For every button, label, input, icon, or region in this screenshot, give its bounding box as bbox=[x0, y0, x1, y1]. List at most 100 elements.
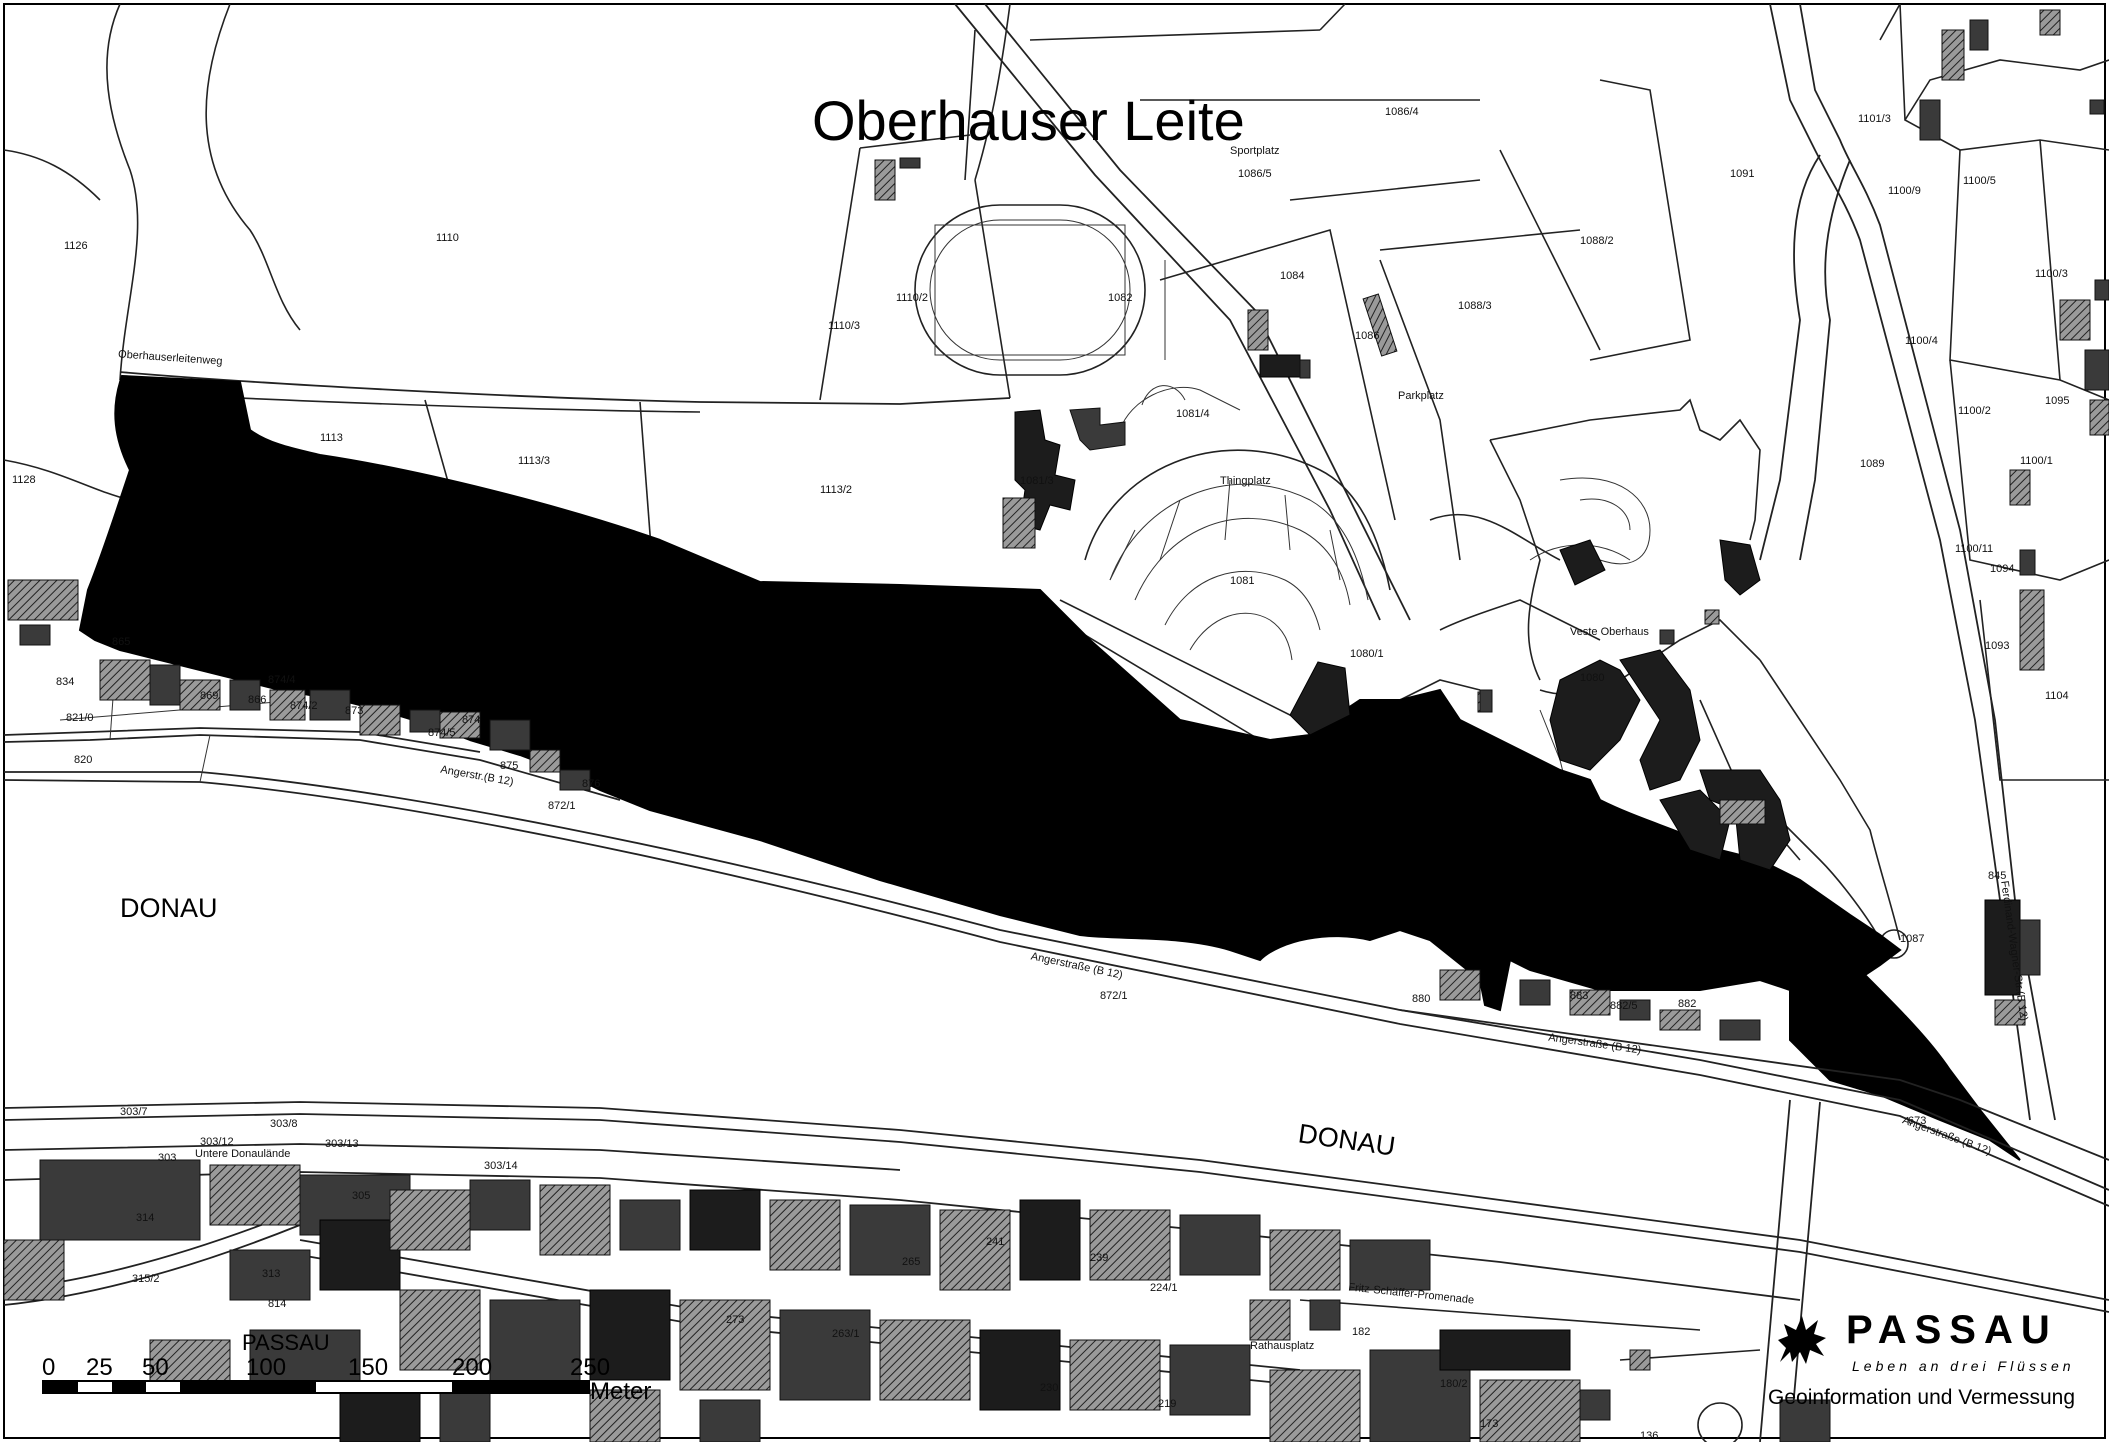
map-frame bbox=[3, 3, 2106, 1439]
parcel-number: 874/4 bbox=[268, 674, 296, 686]
parcel-number: 1088/3 bbox=[1458, 300, 1492, 312]
parcel-number: 1104 bbox=[2045, 690, 2069, 702]
parcel-number: 876 bbox=[582, 778, 601, 790]
parcel-number: 820 bbox=[74, 754, 93, 766]
parcel-number: 303/12 bbox=[200, 1136, 234, 1148]
parcel-number: 1080/1 bbox=[1350, 648, 1384, 660]
parcel-number: 866 bbox=[248, 694, 267, 706]
scale-bar-seg bbox=[180, 1382, 316, 1392]
parcel-number: 1088/2 bbox=[1580, 235, 1614, 247]
label-rathausplatz: Rathausplatz bbox=[1250, 1340, 1315, 1352]
parcel-number: 1084 bbox=[1280, 270, 1305, 282]
label-castle: Veste Oberhaus bbox=[1570, 626, 1649, 638]
parcel-number: 230 bbox=[1040, 1382, 1059, 1394]
parcel-number: 874/2 bbox=[290, 700, 318, 712]
parcel-number: 874/5 bbox=[428, 727, 456, 739]
wolf-crest-icon bbox=[1778, 1316, 1826, 1364]
angerstrasse-road bbox=[3, 669, 2109, 1207]
parcel-number: 834 bbox=[56, 676, 75, 688]
parcel-number: 1093 bbox=[1985, 640, 2010, 652]
parcel-number: 303/14 bbox=[484, 1160, 518, 1172]
parcel-number: 1082 bbox=[1108, 292, 1133, 304]
parcel-number: 1089 bbox=[1860, 458, 1885, 470]
parcel-number: 224/1 bbox=[1150, 1282, 1178, 1294]
scale-bar-seg bbox=[44, 1382, 78, 1392]
parcel-number: 305 bbox=[352, 1190, 371, 1202]
parcel-number: 872/1 bbox=[1100, 990, 1128, 1002]
parcel-number: 1095 bbox=[2045, 395, 2070, 407]
parcel-number: 1091 bbox=[1730, 168, 1755, 180]
parcel-number: 1110/2 bbox=[896, 292, 929, 304]
scale-tick-label: 50 bbox=[142, 1354, 169, 1381]
parcel-number: 241 bbox=[986, 1236, 1005, 1248]
scale-tick-label: 100 bbox=[246, 1354, 287, 1381]
parcel-number: 1081/3 bbox=[1020, 475, 1054, 487]
parcel-number: 814 bbox=[268, 1298, 287, 1310]
parcel-number: 873 bbox=[345, 705, 364, 717]
parcel-number: 1086 bbox=[1355, 330, 1380, 342]
parcel-number: 880 bbox=[1412, 993, 1431, 1005]
scale-tick-label: 250 bbox=[570, 1354, 611, 1381]
parcel-number: 1113/2 bbox=[820, 484, 853, 496]
department-credit: Geoinformation und Vermessung bbox=[1768, 1386, 2076, 1409]
parcel-number: 273 bbox=[726, 1314, 745, 1326]
parcel-number: 1110 bbox=[436, 232, 459, 244]
passau-logo: PASSAU Leben an drei Flüssen bbox=[1772, 1300, 2072, 1380]
parcel-number: 239 bbox=[1090, 1252, 1109, 1264]
parcel-number: 1110/3 bbox=[828, 320, 861, 332]
parcel-number: 1128 bbox=[12, 474, 36, 486]
scale-unit-label: Meter bbox=[590, 1378, 652, 1405]
parcel-number: 1080 bbox=[1580, 672, 1605, 684]
parcel-number: 315/2 bbox=[132, 1273, 160, 1285]
map-title: Oberhauser Leite bbox=[812, 89, 1245, 152]
parcel-number: 1100/9 bbox=[1888, 185, 1921, 197]
parcel-number: 865 bbox=[112, 636, 131, 648]
parcel-number: 1100/3 bbox=[2035, 268, 2068, 280]
buildings-west bbox=[7, 579, 1761, 1041]
label-parkplatz: Parkplatz bbox=[1398, 390, 1444, 402]
scale-tick-label: 150 bbox=[348, 1354, 389, 1381]
north-parcel-lines bbox=[3, 3, 2109, 1121]
parcel-number: 1100/11 bbox=[1955, 543, 1994, 555]
parcel-number: 136 bbox=[1640, 1430, 1659, 1442]
parcel-number: 219 bbox=[1158, 1398, 1177, 1410]
river-label-donau-west: DONAU bbox=[120, 893, 218, 923]
parcel-number: 263/1 bbox=[832, 1328, 860, 1340]
parcel-number: 1100/1 bbox=[2020, 455, 2053, 467]
parcel-number: 303 bbox=[158, 1152, 177, 1164]
parcel-number: 265 bbox=[902, 1256, 921, 1268]
logo-tagline: Leben an drei Flüssen bbox=[1852, 1358, 2075, 1374]
parcel-number: 1094 bbox=[1990, 563, 2015, 575]
label-untere-donaulaende: Untere Donaulände bbox=[195, 1148, 291, 1160]
parcel-number: 303/13 bbox=[325, 1138, 359, 1150]
parcel-number: 875 bbox=[500, 760, 519, 772]
sportplatz-track bbox=[914, 204, 1166, 376]
scale-bar-seg bbox=[112, 1382, 146, 1392]
parcel-number: 182 bbox=[1352, 1326, 1371, 1338]
parcel-number: 314 bbox=[136, 1212, 155, 1224]
parcel-number: 180/2 bbox=[1440, 1378, 1468, 1390]
scale-tick-label: 200 bbox=[452, 1354, 493, 1381]
parcel-number: 1100/2 bbox=[1958, 405, 1991, 417]
parcel-number: 1113 bbox=[320, 432, 343, 444]
parcel-number: 173 bbox=[1480, 1418, 1499, 1430]
parcel-number: 1126 bbox=[64, 240, 88, 252]
scale-bar-seg bbox=[452, 1382, 588, 1392]
parcel-number: 303/8 bbox=[270, 1118, 298, 1130]
buildings-south bbox=[3, 1159, 1831, 1442]
parcel-number: 303/7 bbox=[120, 1106, 148, 1118]
parcel-number: 1086/5 bbox=[1238, 168, 1272, 180]
parcel-number: 872/1 bbox=[548, 800, 576, 812]
parcel-number: 1113/3 bbox=[518, 455, 551, 467]
parcel-number: 1101/3 bbox=[1858, 113, 1891, 125]
scale-tick-label: 0 bbox=[42, 1354, 56, 1381]
parcel-number: 1087 bbox=[1900, 933, 1925, 945]
parcel-number: 869 bbox=[200, 690, 219, 702]
parcel-number: 1081 bbox=[1230, 575, 1255, 587]
label-thingplatz: Thingplatz bbox=[1220, 475, 1271, 487]
scale-tick-label: 25 bbox=[86, 1354, 113, 1381]
buildings-north bbox=[874, 9, 2109, 1026]
parcel-number: 1100/5 bbox=[1963, 175, 1996, 187]
